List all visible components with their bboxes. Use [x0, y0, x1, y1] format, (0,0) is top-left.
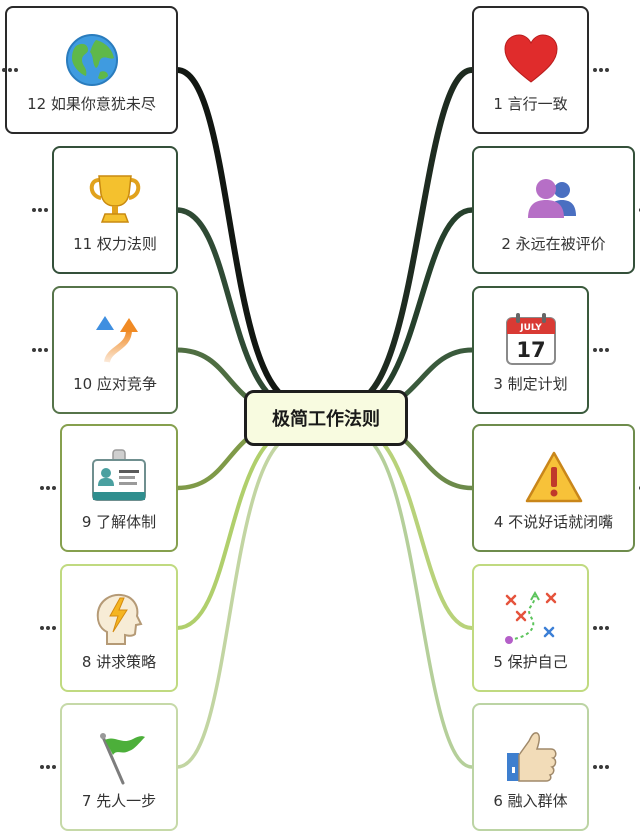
- branch-link: [352, 425, 474, 630]
- topic-node-1[interactable]: 1 言行一致: [472, 6, 589, 134]
- topic-label-9: 9 了解体制: [81, 513, 157, 531]
- warning-icon: [525, 451, 582, 503]
- topic-node-10[interactable]: 10 应对竞争: [52, 286, 178, 414]
- trophy-icon: [89, 175, 141, 223]
- collapsed-subtopics-indicator[interactable]: [30, 347, 50, 355]
- topic-label-12: 12 如果你意犹未尽: [27, 95, 156, 113]
- globe-icon: [65, 34, 118, 86]
- flag-icon: [100, 733, 145, 785]
- strategy-play-icon: [504, 590, 556, 644]
- topic-label-7: 7 先人一步: [81, 792, 157, 810]
- topic-node-5[interactable]: 5 保护自己: [472, 564, 589, 692]
- thumbs-up-icon: [506, 732, 556, 782]
- collapsed-subtopics-indicator[interactable]: [591, 764, 611, 772]
- topic-node-9[interactable]: 9 了解体制: [60, 424, 178, 552]
- calendar-month: JULY: [519, 323, 542, 333]
- topic-label-5: 5 保护自己: [493, 653, 568, 671]
- topic-node-7[interactable]: 7 先人一步: [60, 703, 178, 831]
- topic-node-8[interactable]: 8 讲求策略: [60, 564, 178, 692]
- topic-label-8: 8 讲求策略: [81, 653, 157, 671]
- topic-node-4[interactable]: 4 不说好话就闭嘴: [472, 424, 635, 552]
- topic-node-6[interactable]: 6 融入群体: [472, 703, 589, 831]
- heart-icon: [503, 34, 558, 83]
- branch-link: [175, 425, 302, 630]
- collapsed-subtopics-indicator[interactable]: [38, 764, 58, 772]
- collapsed-subtopics-indicator[interactable]: [591, 347, 611, 355]
- branch-link: [174, 207, 303, 412]
- branch-link: [352, 431, 474, 769]
- branch-link: [347, 207, 475, 412]
- collapsed-subtopics-indicator[interactable]: [38, 485, 58, 493]
- branch-link: [174, 67, 303, 406]
- collapsed-subtopics-indicator[interactable]: [30, 207, 50, 215]
- calendar-icon: JULY 17: [505, 313, 556, 365]
- collapsed-subtopics-indicator[interactable]: [38, 625, 58, 633]
- central-topic-label: 极简工作法则: [272, 409, 380, 430]
- topic-node-11[interactable]: 11 权力法则: [52, 146, 178, 274]
- collapsed-subtopics-indicator[interactable]: [0, 67, 20, 75]
- central-topic[interactable]: 极简工作法则: [244, 390, 408, 446]
- head-lightning-icon: [96, 593, 143, 645]
- topic-label-2: 2 永远在被评价: [501, 235, 606, 253]
- topic-label-11: 11 权力法则: [73, 235, 157, 253]
- arrows-diverge-icon: [96, 316, 138, 366]
- topic-label-10: 10 应对竞争: [73, 375, 157, 393]
- topic-label-6: 6 融入群体: [493, 792, 568, 810]
- topic-node-2[interactable]: 2 永远在被评价: [472, 146, 635, 274]
- collapsed-subtopics-indicator[interactable]: [591, 67, 611, 75]
- topic-node-12[interactable]: 12 如果你意犹未尽: [5, 6, 178, 134]
- topic-node-3[interactable]: JULY 17 3 制定计划: [472, 286, 589, 414]
- topic-label-4: 4 不说好话就闭嘴: [493, 513, 614, 531]
- id-badge-icon: [92, 449, 146, 501]
- topic-label-1: 1 言行一致: [493, 95, 568, 113]
- collapsed-subtopics-indicator[interactable]: [591, 625, 611, 633]
- branch-link: [347, 67, 475, 406]
- calendar-day: 17: [516, 338, 545, 362]
- users-icon: [527, 179, 576, 218]
- topic-label-3: 3 制定计划: [493, 375, 568, 393]
- branch-link: [175, 431, 302, 769]
